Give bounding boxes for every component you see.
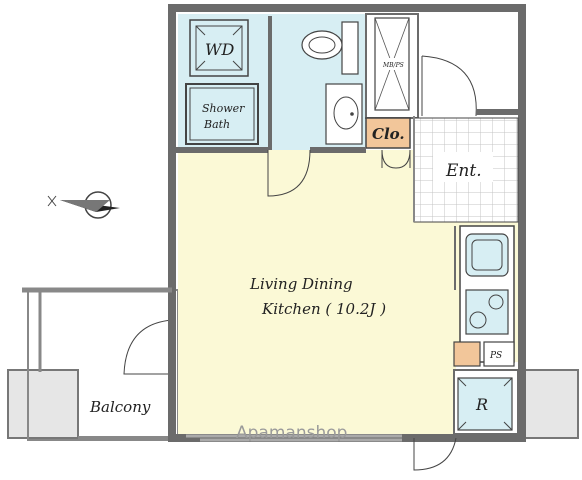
storage-box <box>453 341 481 367</box>
bath-label: Bath <box>203 118 230 131</box>
toilet-icon <box>268 16 359 150</box>
ldk-floor <box>178 150 456 434</box>
wd-label: WD <box>205 40 234 59</box>
compass-icon <box>47 191 120 219</box>
outer-wall <box>168 4 526 442</box>
mb-ps: MB/PS <box>374 17 410 111</box>
entry-door <box>421 55 520 117</box>
kitchen-sink-icon <box>465 233 509 277</box>
ldk-label-line2: Kitchen ( 10.2J ) <box>261 300 386 318</box>
entrance: Ent. <box>413 117 519 223</box>
balcony-label: Balcony <box>89 398 151 416</box>
wd-space: WD <box>189 19 249 77</box>
shower-label: Shower <box>202 102 245 115</box>
entrance-label: Ent. <box>445 161 482 181</box>
kitchen-counter <box>459 225 515 363</box>
shower-bath: Shower Bath <box>185 83 259 145</box>
watermark: Apamanshop <box>236 423 347 443</box>
ps-label: PS <box>489 351 502 361</box>
refrigerator-label: R <box>475 395 488 414</box>
ps-box: PS <box>483 341 515 367</box>
refrigerator: R <box>453 369 519 435</box>
closet-label: Clo. <box>372 125 405 143</box>
closet: Clo. <box>365 117 411 149</box>
stove-icon <box>465 289 509 335</box>
ldk-label-line1: Living Dining <box>249 275 353 293</box>
sink-icon <box>325 83 363 145</box>
mb-ps-label: MB/PS <box>382 62 404 69</box>
